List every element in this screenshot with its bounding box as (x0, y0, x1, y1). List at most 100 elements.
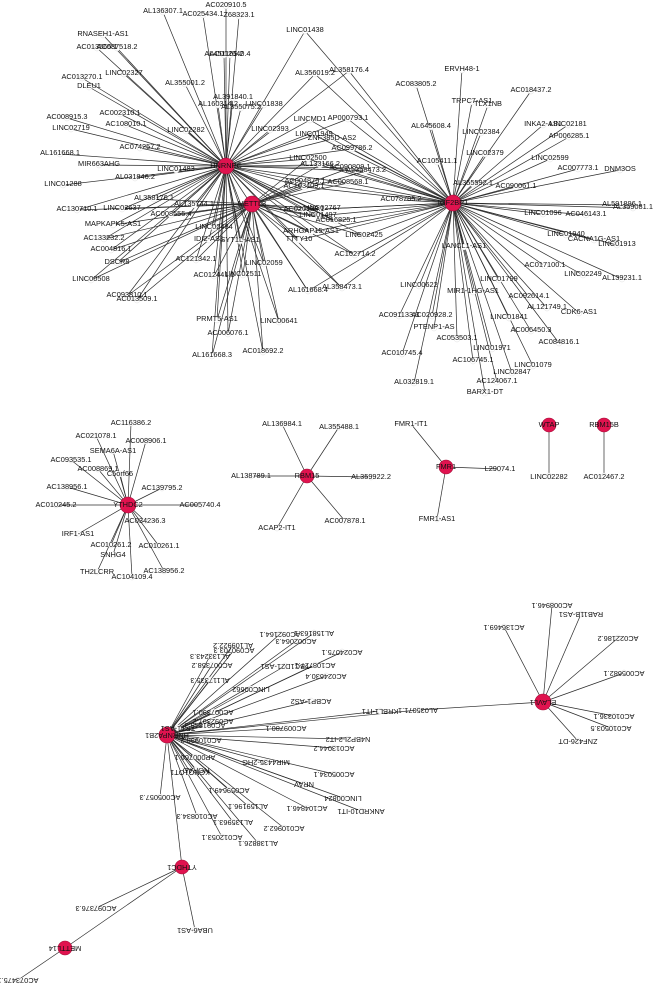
hub-wtap (541, 417, 557, 433)
node-ac004875-1 (301, 178, 309, 186)
hub-hnrnpc (217, 157, 235, 175)
node-ptenp1-as (430, 324, 438, 332)
edge (225, 107, 242, 167)
node-label-ac004875-1: AC004875.1 (284, 176, 325, 185)
node-label-ac102714-2: AC102714.2 (334, 249, 375, 258)
edge (225, 119, 311, 167)
hub-igf2bp1 (444, 194, 462, 212)
edge (431, 202, 454, 317)
node-cacna1g-as1 (590, 236, 598, 244)
node-label-znf385d-as2: ZNF385D-AS2 (308, 133, 356, 142)
node-label-linc01799: LINC01799 (480, 274, 517, 283)
hub-label-hnrnpa2b1: HNRNPA2B1 (145, 731, 189, 740)
node-ac010336-1 (610, 712, 618, 720)
node-linc01497 (314, 212, 322, 220)
node-label-linc02282: LINC02282 (530, 472, 567, 481)
edge (225, 138, 333, 167)
node-al359081-1 (629, 204, 637, 212)
node-label-linc02767: LINC02767 (303, 203, 340, 212)
edge (321, 202, 454, 210)
node-label-ac013044-2: AC013044.2 (313, 744, 354, 753)
edge (225, 165, 305, 188)
edge (153, 198, 253, 205)
node-ac007878-1 (341, 517, 349, 525)
edge (452, 202, 532, 332)
node-label-ac093810-1: AC093810.1 (106, 290, 147, 299)
node-ac046143-1 (582, 211, 590, 219)
node-label-ac108010-1: AC108010.1 (105, 119, 146, 128)
edge (251, 158, 309, 205)
node-label-al161668-3: AL161668.3 (192, 350, 232, 359)
node-al158163-1 (310, 629, 318, 637)
edge (251, 203, 300, 241)
node-nrav (300, 780, 308, 788)
node-linc01079 (529, 362, 537, 370)
edge (542, 604, 553, 703)
node-label-th2lcrr: TH2LCRR (80, 567, 114, 576)
node-ac010834-3 (193, 812, 201, 820)
node-ac121342-1 (192, 256, 200, 264)
node-mir4435-2hg (262, 758, 270, 766)
node-label-ac016825-1: AC016825.1 (315, 215, 356, 224)
edge (225, 165, 356, 256)
node-ac022186-2 (614, 634, 622, 642)
edge (452, 101, 473, 204)
edge (166, 710, 381, 736)
node-label-linc02384: LINC02384 (462, 127, 499, 136)
node-ac010261-1 (155, 542, 163, 550)
edge (306, 475, 346, 522)
edge (216, 165, 227, 321)
node-ac005034-1 (330, 770, 338, 778)
node-al121749-1 (543, 304, 551, 312)
node-label-linc00622: LINC00622 (400, 280, 437, 289)
node-al358176-1 (150, 195, 158, 203)
node-label-al133243-3: AL133243.3 (190, 652, 230, 661)
node-mir663ahg (95, 161, 103, 169)
node-label-ac099786-2: AC099786.2 (331, 143, 372, 152)
node-al161668-1 (56, 150, 64, 158)
node-label-ac006076-1: AC006076.1 (207, 328, 248, 337)
node-ac010261-2 (107, 541, 115, 549)
node-label-linc01841: LINC01841 (490, 312, 527, 321)
edge (166, 727, 287, 736)
edge (127, 440, 147, 506)
node-label-al139231-1: AL139231.1 (602, 273, 642, 282)
edge (225, 165, 280, 323)
node-sema6a-as1 (109, 447, 117, 455)
node-label-n4bp2l2-it2: N4BP2L2-IT2 (326, 735, 371, 744)
node-label-al358176-1: AL358176.1 (134, 193, 174, 202)
node-label-al135744-1: AL135744.1 (174, 199, 214, 208)
node-linc02599 (546, 155, 554, 163)
node-label-ac018692-2: AC018692.2 (242, 346, 283, 355)
edge (166, 734, 335, 749)
node-linc02181 (564, 121, 572, 129)
edge (225, 134, 315, 167)
hub-label-rbm15: RBM15 (295, 471, 320, 480)
node-ac010745-4 (398, 350, 406, 358)
node-ap006285-1 (565, 133, 573, 141)
node-label-ac025434-1: AC025434.1 (182, 9, 223, 18)
node-label-al391840-1: AL391840.1 (213, 92, 253, 101)
hub-label-ythdc2: YTHDC2 (113, 500, 143, 509)
edge (159, 734, 168, 798)
node-ac034236-3 (141, 517, 149, 525)
node-label-ac034236-3: AC034236.3 (124, 516, 165, 525)
node-ac020928-2 (428, 312, 436, 320)
node-znf426-dt (574, 737, 582, 745)
node-znf385d-as2 (328, 135, 336, 143)
edge (225, 30, 306, 167)
node-label-mir4435-2hg: MIR4435-2HG (242, 758, 290, 767)
node-label-cdk6-as1: CDK6-AS1 (561, 307, 597, 316)
edge (225, 129, 271, 167)
node-label-ac018437-2: AC018437.2 (510, 85, 551, 94)
node-ac106745-1 (469, 357, 477, 365)
node-dnm3os (616, 166, 624, 174)
hub-label-igf2bp1: IGF2BP1 (438, 198, 468, 207)
node-label-ac022186-2: AC022186.2 (597, 634, 638, 643)
edge (225, 165, 349, 184)
hub-ythdc2 (119, 496, 137, 514)
node-label-al160314-2: AL160314.2 (198, 99, 238, 108)
node-linc02282 (182, 127, 190, 135)
node-label-ac008906-1: AC008906.1 (125, 436, 166, 445)
edge (276, 475, 308, 529)
